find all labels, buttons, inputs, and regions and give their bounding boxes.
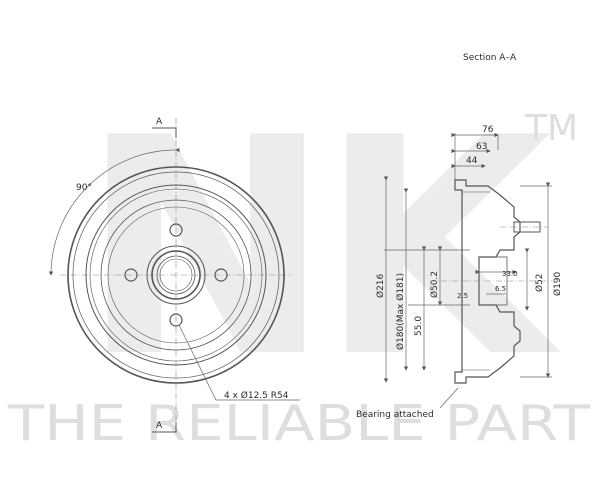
section-marker-bottom-line <box>152 422 177 433</box>
watermark-trademark: TM <box>524 108 578 149</box>
dim-33-label: 33.0 <box>502 270 518 278</box>
bearing-note-leader <box>439 387 459 409</box>
dim-44-label: 44 <box>466 156 478 166</box>
dim-180-label: Ø180(Max Ø181) <box>395 273 406 350</box>
bolt-hole-right <box>214 268 228 282</box>
dim-55-label: 55.0 <box>414 316 424 336</box>
dim-63-label: 63 <box>476 142 487 152</box>
section-marker-bottom: A <box>156 421 163 431</box>
dim-2-5-label: 2.5 <box>457 292 468 300</box>
holes-label: 4 x Ø12.5 R54 <box>224 390 289 401</box>
angle-label: 90° <box>76 183 92 193</box>
section-marker-top-line <box>152 127 177 138</box>
dim-76-label: 76 <box>482 125 494 135</box>
dim-190-label: Ø190 <box>552 271 563 296</box>
dim-216-label: Ø216 <box>375 273 386 298</box>
front-view: A A 90° 4 x Ø12.5 R54 <box>48 117 300 433</box>
bearing-note: Bearing attached <box>356 410 434 420</box>
dim-52-label: Ø52 <box>534 273 545 292</box>
watermark: NK TM THE RELIABLE PART <box>7 74 591 452</box>
section-marker-top: A <box>156 117 163 127</box>
section-view: Section A–A 76 63 44 Ø216 Ø180(Max Ø181)… <box>356 53 563 420</box>
angle-arc <box>48 147 180 276</box>
watermark-tagline: THE RELIABLE PART <box>7 395 591 452</box>
section-title: Section A–A <box>463 53 517 63</box>
dim-6-5-label: 6.5 <box>495 285 506 293</box>
bolt-hole-bottom <box>169 313 183 327</box>
drum-section-outline <box>454 179 521 384</box>
holes-leader <box>178 324 300 401</box>
dim-50-2-label: Ø50.2 <box>429 271 440 298</box>
